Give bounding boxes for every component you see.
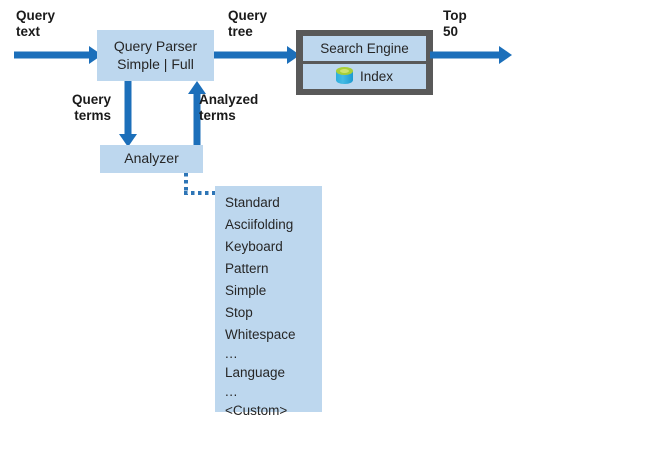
edge-label-analyzed-terms: Analyzed terms xyxy=(199,92,259,124)
arrow-head xyxy=(119,134,137,147)
query-parser-subtitle: Simple | Full xyxy=(117,55,194,72)
analyzer-list-item: Simple xyxy=(225,283,267,298)
edge-label-query-text: Query text xyxy=(16,8,56,40)
analyzer-list-item: Asciifolding xyxy=(225,217,294,232)
node-search-engine[interactable]: Search Engine xyxy=(303,36,426,61)
analyzer-list-item: Whitespace xyxy=(225,327,296,342)
arrow-head xyxy=(499,46,512,64)
edge-label-top-50: Top 50 xyxy=(443,8,467,40)
search-engine-label: Search Engine xyxy=(320,40,409,56)
database-cylinder-icon xyxy=(335,67,353,86)
arrow-shaft xyxy=(14,51,92,59)
arrow-query-tree xyxy=(214,45,300,65)
arrow-top-50 xyxy=(430,45,512,65)
analyzer-list-item: Pattern xyxy=(225,261,269,276)
arrow-query-terms xyxy=(118,81,138,147)
analyzer-list-item: <Custom> xyxy=(225,403,288,418)
dotted-connector-vertical xyxy=(184,173,188,195)
edge-label-query-tree: Query tree xyxy=(228,8,268,40)
arrow-shaft xyxy=(193,91,201,147)
node-query-parser[interactable]: Query Parser Simple | Full xyxy=(97,30,214,81)
arrow-head xyxy=(188,81,206,94)
arrow-query-text xyxy=(14,45,102,65)
query-parser-title: Query Parser xyxy=(113,37,198,54)
analyzer-list-item: Standard xyxy=(225,195,280,210)
arrow-shaft xyxy=(124,81,132,137)
edge-label-query-terms: Query terms xyxy=(72,92,112,124)
dotted-connector-horizontal xyxy=(184,191,217,195)
analyzer-list-item: Language xyxy=(225,365,286,380)
arrow-shaft xyxy=(430,51,502,59)
node-analyzer[interactable]: Analyzer xyxy=(100,145,203,173)
analyzer-list-item: Keyboard xyxy=(225,239,283,254)
analyzer-label: Analyzer xyxy=(124,150,179,167)
analyzer-list-item: ... xyxy=(225,384,238,399)
node-index[interactable]: Index xyxy=(303,64,426,89)
index-label: Index xyxy=(359,68,394,84)
arrow-shaft xyxy=(214,51,290,59)
arrow-analyzed-terms xyxy=(187,81,207,147)
analyzer-list-item: ... xyxy=(225,346,238,361)
analyzer-list-item: Stop xyxy=(225,305,253,320)
